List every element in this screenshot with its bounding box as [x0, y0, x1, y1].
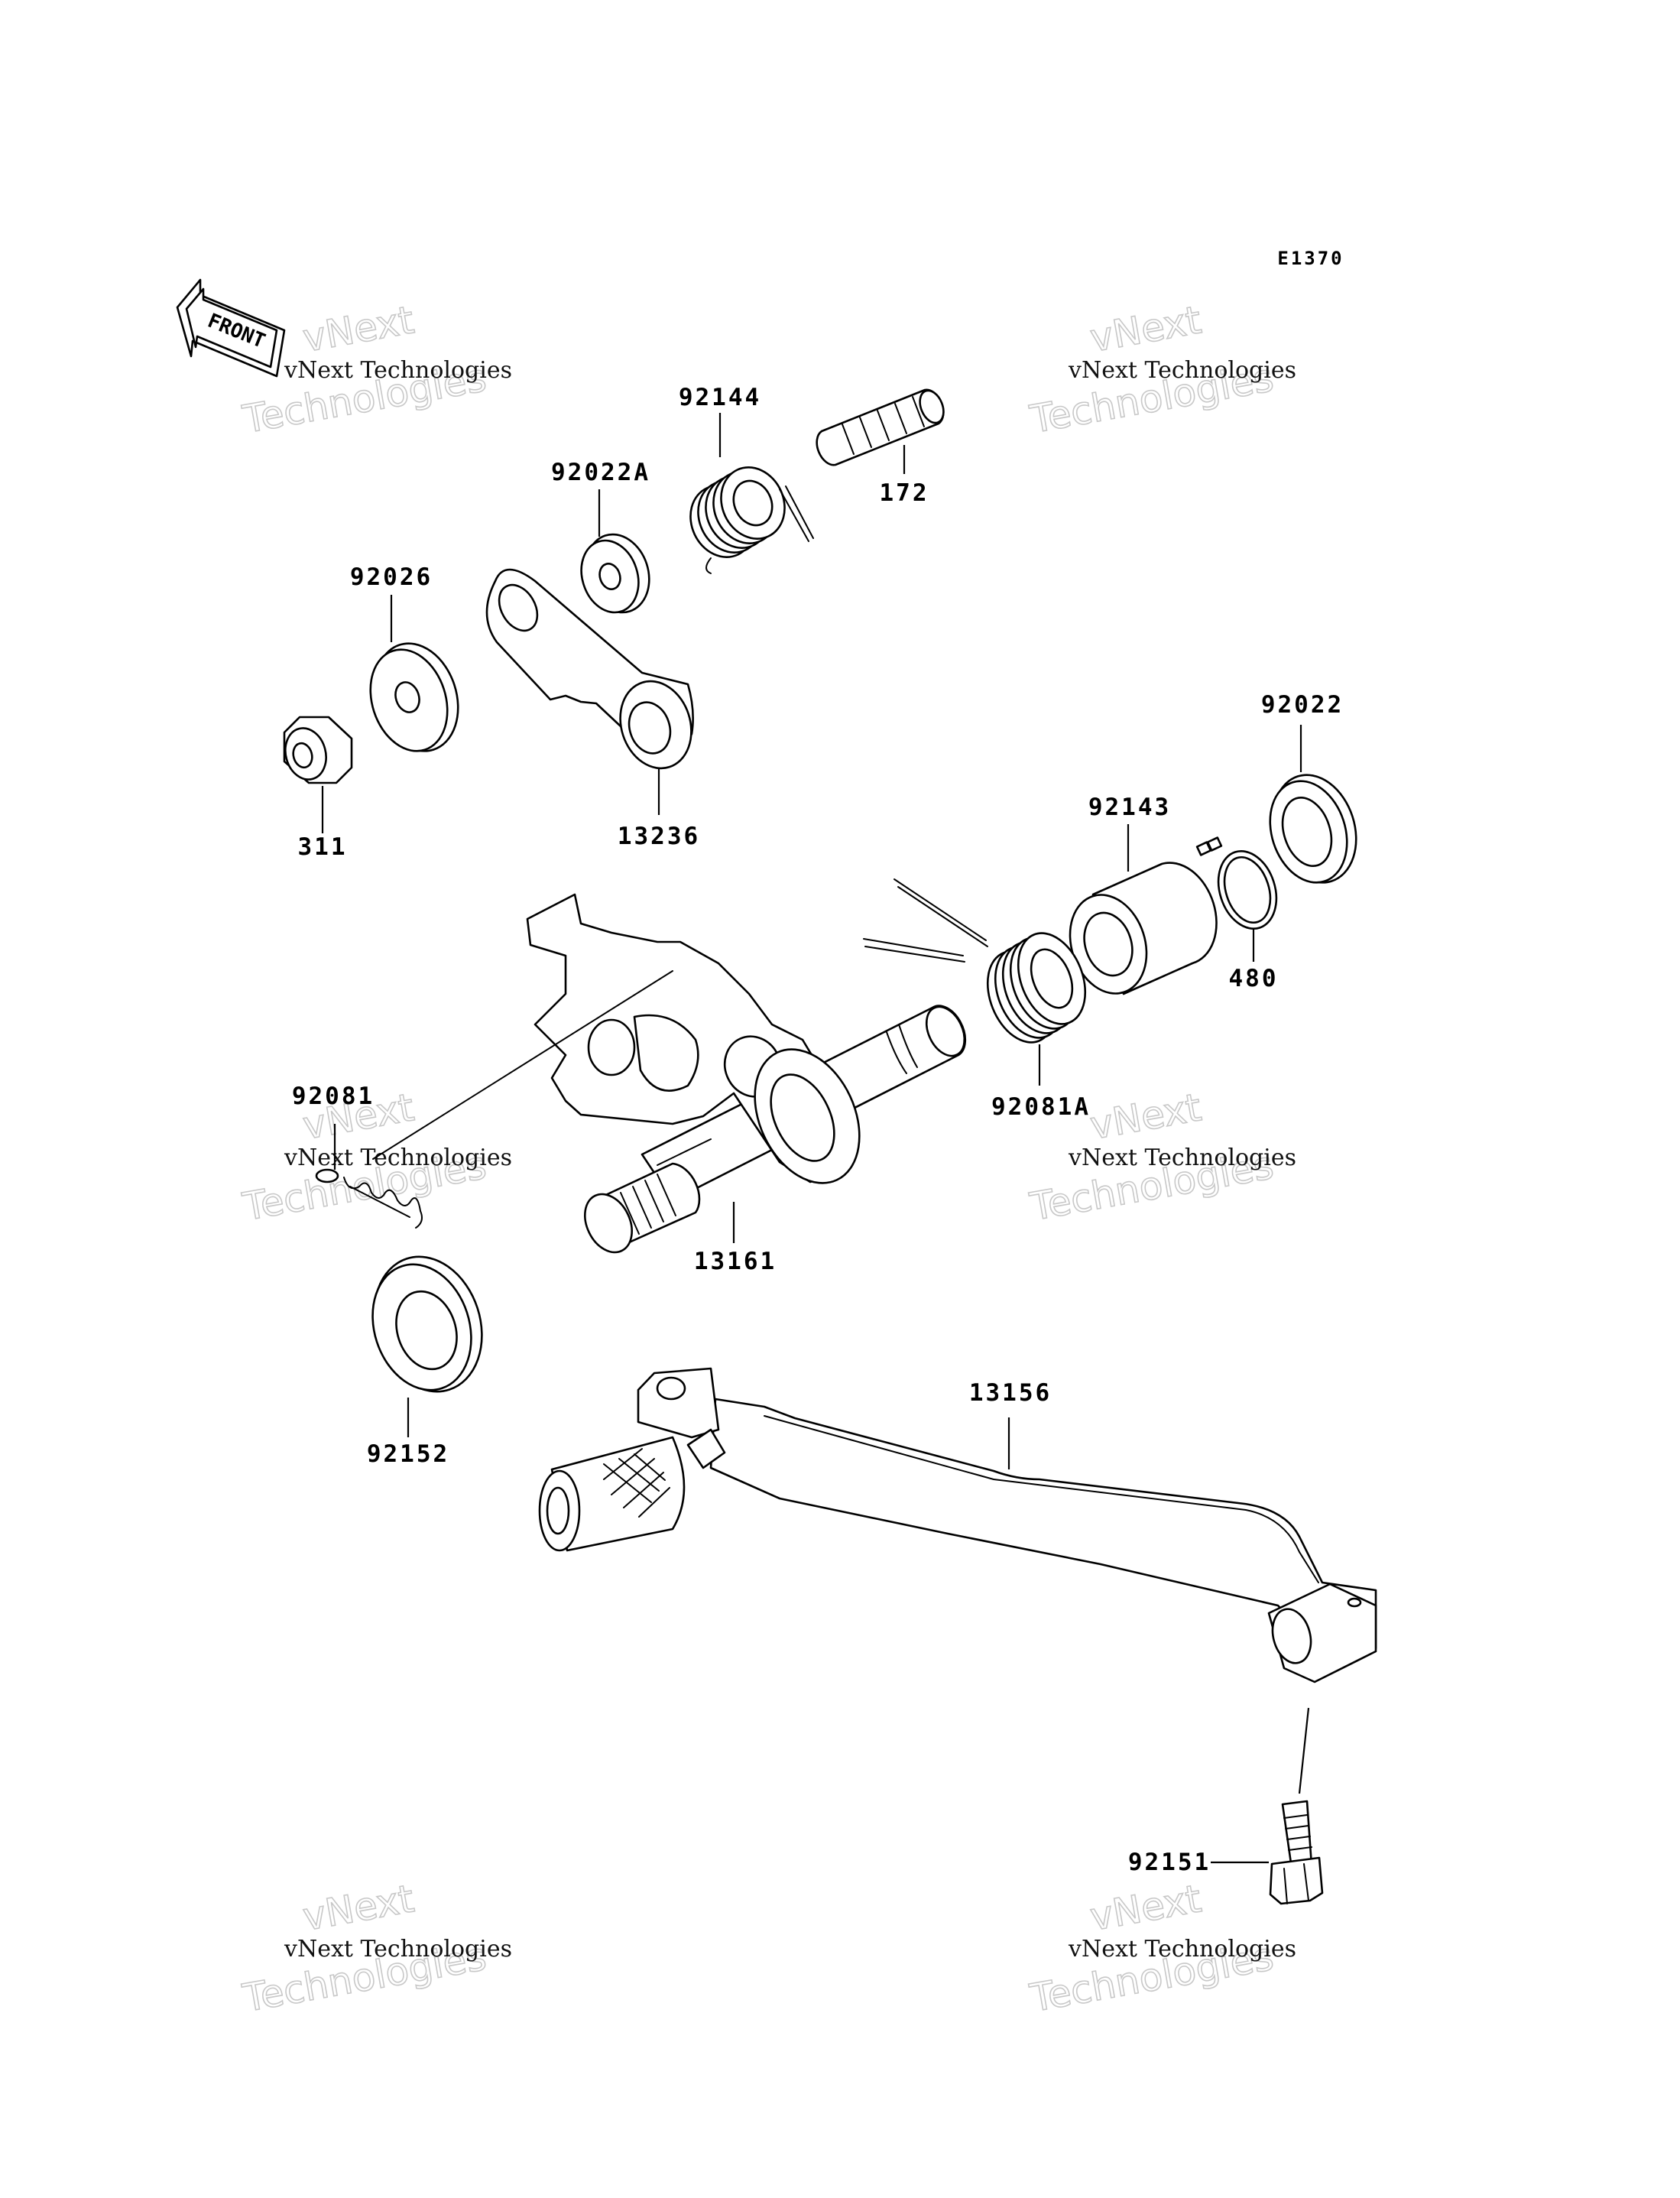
part-label-92144: 92144 — [679, 384, 761, 411]
watermark-top-right: vNext Technologies vNext Technologies — [1026, 297, 1296, 443]
watermark-bottom-right: vNext Technologies vNext Technologies — [1026, 1876, 1296, 2021]
washer-icon — [1269, 774, 1357, 884]
lever-icon — [485, 568, 694, 770]
part-label-92081: 92081 — [292, 1083, 375, 1110]
svg-text:vNext Technologies: vNext Technologies — [284, 1144, 512, 1171]
pin-icon — [816, 388, 945, 466]
shift-shaft-icon — [526, 893, 967, 1254]
svg-text:vNext Technologies: vNext Technologies — [1068, 1936, 1296, 1963]
svg-text:vNext: vNext — [1087, 1085, 1205, 1148]
part-label-92152: 92152 — [367, 1440, 449, 1468]
part-label-92022: 92022 — [1261, 691, 1344, 719]
svg-text:vNext: vNext — [1087, 297, 1205, 360]
washer-icon — [580, 533, 650, 614]
part-label-13156: 13156 — [969, 1379, 1052, 1407]
part-label-92143: 92143 — [1088, 794, 1171, 821]
part-label-92022A: 92022A — [551, 459, 650, 486]
torsion-spring-icon — [689, 466, 814, 574]
nut-icon — [283, 716, 353, 784]
part-label-480: 480 — [1229, 965, 1279, 992]
collar-icon — [1069, 862, 1218, 995]
part-label-172: 172 — [880, 479, 929, 507]
svg-text:vNext: vNext — [300, 297, 417, 360]
washer-icon — [369, 642, 459, 752]
watermark-bottom-left: vNext Technologies vNext Technologies — [238, 1876, 512, 2021]
bolt-icon — [1269, 1800, 1324, 1905]
front-arrow-icon: FRONT — [176, 278, 286, 378]
svg-text:vNext Technologies: vNext Technologies — [1068, 357, 1296, 384]
svg-text:vNext: vNext — [1087, 1876, 1205, 1939]
oil-seal-icon — [371, 1255, 483, 1393]
part-label-311: 311 — [298, 833, 348, 861]
part-label-92081A: 92081A — [991, 1093, 1091, 1121]
svg-text:vNext Technologies: vNext Technologies — [284, 1936, 512, 1963]
torsion-spring-icon — [863, 878, 1087, 1044]
part-label-13161: 13161 — [694, 1248, 777, 1275]
part-label-92151: 92151 — [1128, 1849, 1211, 1876]
svg-text:vNext Technologies: vNext Technologies — [284, 357, 512, 384]
svg-text:vNext Technologies: vNext Technologies — [1068, 1144, 1296, 1171]
shift-pedal-icon — [538, 1367, 1377, 1683]
diagram-code: E1370 — [1277, 248, 1344, 269]
circlip-icon — [1195, 836, 1278, 930]
part-label-92026: 92026 — [350, 563, 433, 591]
watermark-top-left: vNext Technologies vNext Technologies — [238, 297, 512, 443]
svg-text:vNext: vNext — [300, 1876, 417, 1939]
spring-icon — [315, 1168, 423, 1229]
part-label-13236: 13236 — [618, 823, 700, 850]
